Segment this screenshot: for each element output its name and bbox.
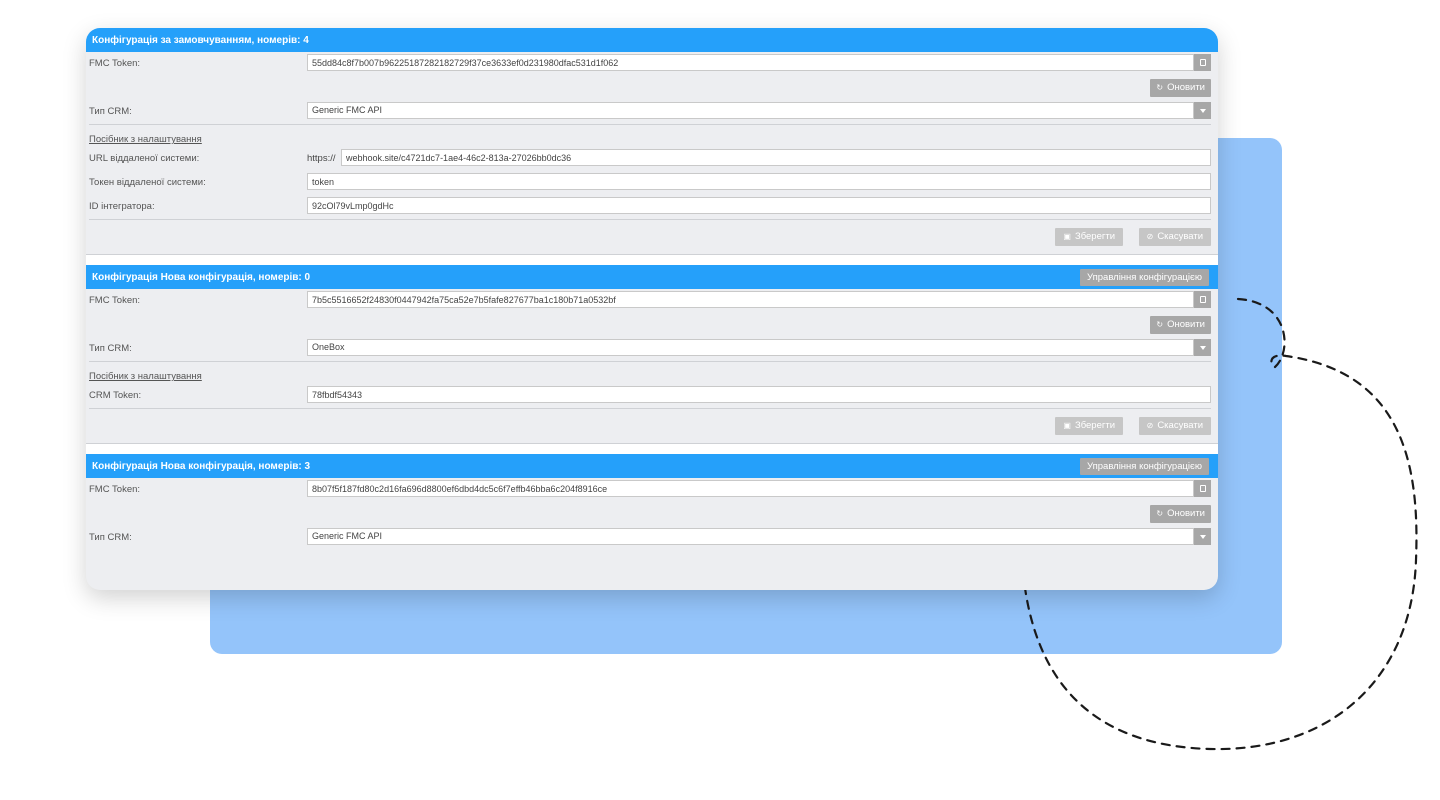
save-button[interactable]: ▣Зберегти — [1055, 228, 1123, 246]
setup-guide-link[interactable]: Посібник з налаштування — [89, 371, 202, 382]
divider — [89, 408, 1211, 409]
integrator-id-label: ID інтегратора: — [89, 201, 155, 212]
crm-type-dropdown-button[interactable] — [1194, 528, 1211, 545]
refresh-token-button[interactable]: ↻Оновити — [1150, 316, 1211, 334]
crm-type-label: Тип CRM: — [89, 343, 132, 354]
fmc-token-label: FMC Token: — [89, 58, 141, 69]
crm-type-row: Тип CRM: OneBox — [86, 337, 1218, 361]
copy-token-button[interactable] — [1194, 291, 1211, 308]
divider — [89, 124, 1211, 125]
refresh-row: ↻Оновити — [86, 313, 1218, 337]
cancel-circle-icon: ⊘ — [1146, 232, 1154, 241]
refresh-icon: ↻ — [1156, 320, 1164, 329]
remote-url-label: URL віддаленої системи: — [89, 153, 200, 164]
fmc-token-field[interactable] — [307, 291, 1194, 308]
cancel-circle-icon: ⊘ — [1146, 421, 1154, 430]
copy-token-button[interactable] — [1194, 54, 1211, 71]
crm-type-dropdown-button[interactable] — [1194, 339, 1211, 356]
integrator-id-field[interactable] — [307, 197, 1211, 214]
refresh-row: ↻Оновити — [86, 502, 1218, 526]
divider — [89, 219, 1211, 220]
remote-url-field[interactable] — [341, 149, 1211, 166]
section-gap — [86, 443, 1218, 454]
section-title: Конфігурація за замовчуванням, номерів: … — [92, 35, 309, 46]
config-section-new-1: Конфігурація Нова конфігурація, номерів:… — [86, 265, 1218, 454]
fmc-token-field[interactable] — [307, 54, 1194, 71]
crm-token-field[interactable] — [307, 386, 1211, 403]
section-gap — [86, 254, 1218, 265]
crm-type-select[interactable]: Generic FMC API — [307, 102, 1194, 119]
refresh-icon: ↻ — [1156, 509, 1164, 518]
fmc-token-row: FMC Token: — [86, 289, 1218, 313]
save-button[interactable]: ▣Зберегти — [1055, 417, 1123, 435]
fmc-token-row: FMC Token: — [86, 478, 1218, 502]
guide-row: Посібник з налаштування — [86, 362, 1218, 384]
copy-token-button[interactable] — [1194, 480, 1211, 497]
chevron-down-icon — [1199, 534, 1206, 539]
url-prefix: https:// — [307, 153, 336, 164]
refresh-icon: ↻ — [1156, 83, 1164, 92]
refresh-token-button[interactable]: ↻Оновити — [1150, 79, 1211, 97]
refresh-row: ↻Оновити — [86, 76, 1218, 100]
guide-row: Посібник з налаштування — [86, 125, 1218, 147]
crm-type-dropdown-button[interactable] — [1194, 102, 1211, 119]
crm-type-label: Тип CRM: — [89, 106, 132, 117]
refresh-token-button[interactable]: ↻Оновити — [1150, 505, 1211, 523]
configurations-panel: Конфігурація за замовчуванням, номерів: … — [86, 28, 1218, 590]
chevron-down-icon — [1199, 108, 1206, 113]
divider — [89, 361, 1211, 362]
cancel-button[interactable]: ⊘Скасувати — [1138, 417, 1211, 435]
section-header: Конфігурація Нова конфігурація, номерів:… — [86, 454, 1218, 478]
manage-config-button[interactable]: Управління конфігурацією — [1080, 458, 1209, 475]
fmc-token-label: FMC Token: — [89, 295, 141, 306]
section-header: Конфігурація за замовчуванням, номерів: … — [86, 28, 1218, 52]
crm-type-label: Тип CRM: — [89, 532, 132, 543]
manage-config-button[interactable]: Управління конфігурацією — [1080, 269, 1209, 286]
floppy-disk-icon: ▣ — [1063, 232, 1071, 241]
crm-type-select[interactable]: OneBox — [307, 339, 1194, 356]
integrator-id-row: ID інтегратора: — [86, 195, 1218, 219]
copy-icon — [1199, 485, 1206, 492]
section-title: Конфігурація Нова конфігурація, номерів:… — [92, 272, 311, 283]
action-row: ▣Зберегти ⊘Скасувати — [86, 409, 1218, 443]
crm-type-row: Тип CRM: Generic FMC API — [86, 100, 1218, 124]
setup-guide-link[interactable]: Посібник з налаштування — [89, 134, 202, 145]
crm-type-row: Тип CRM: Generic FMC API — [86, 526, 1218, 550]
fmc-token-field[interactable] — [307, 480, 1194, 497]
cancel-button[interactable]: ⊘Скасувати — [1138, 228, 1211, 246]
section-title: Конфігурація Нова конфігурація, номерів:… — [92, 461, 311, 472]
section-header: Конфігурація Нова конфігурація, номерів:… — [86, 265, 1218, 289]
copy-icon — [1199, 296, 1206, 303]
remote-token-label: Токен віддаленої системи: — [89, 177, 206, 188]
copy-icon — [1199, 59, 1206, 66]
remote-url-row: URL віддаленої системи: https:// — [86, 147, 1218, 171]
remote-token-field[interactable] — [307, 173, 1211, 190]
config-section-default: Конфігурація за замовчуванням, номерів: … — [86, 28, 1218, 265]
crm-token-label: CRM Token: — [89, 390, 142, 401]
fmc-token-row: FMC Token: — [86, 52, 1218, 76]
crm-token-row: CRM Token: — [86, 384, 1218, 408]
remote-token-row: Токен віддаленої системи: — [86, 171, 1218, 195]
action-row: ▣Зберегти ⊘Скасувати — [86, 220, 1218, 254]
config-section-new-2: Конфігурація Нова конфігурація, номерів:… — [86, 454, 1218, 550]
crm-type-select[interactable]: Generic FMC API — [307, 528, 1194, 545]
floppy-disk-icon: ▣ — [1063, 421, 1071, 430]
fmc-token-label: FMC Token: — [89, 484, 141, 495]
chevron-down-icon — [1199, 345, 1206, 350]
